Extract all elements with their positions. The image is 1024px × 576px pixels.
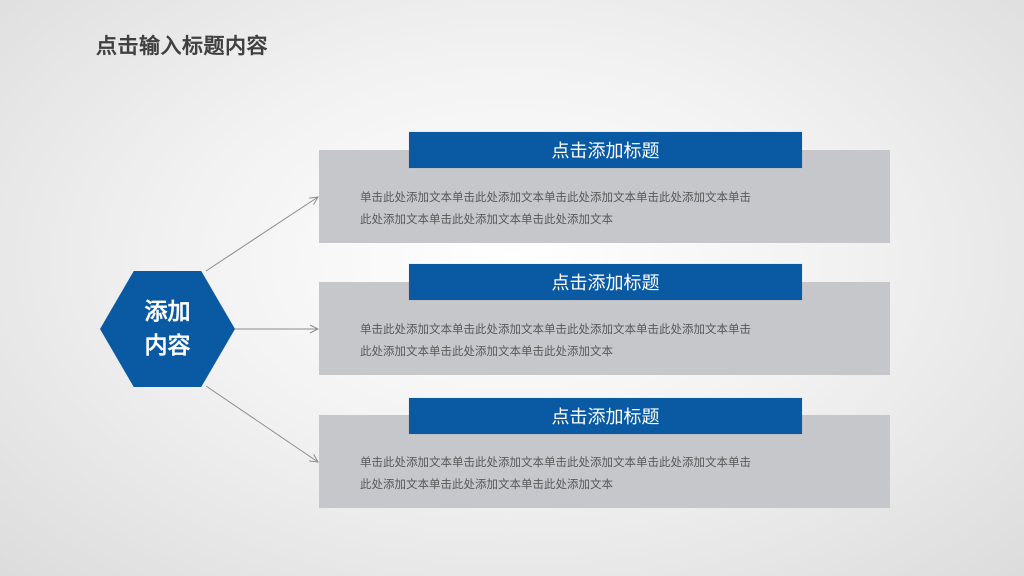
card-body-text[interactable]: 单击此处添加文本单击此处添加文本单击此处添加文本单击此处添加文本单击 此处添加文…: [360, 318, 860, 362]
page-title[interactable]: 点击输入标题内容: [96, 34, 268, 58]
card-body-text[interactable]: 单击此处添加文本单击此处添加文本单击此处添加文本单击此处添加文本单击 此处添加文…: [360, 451, 860, 495]
card-text-line: 单击此处添加文本单击此处添加文本单击此处添加文本单击此处添加文本单击: [360, 190, 751, 204]
arrow-to-card-3: [205, 385, 318, 462]
arrow-to-card-1: [205, 197, 318, 272]
center-label-line1: 添加: [144, 299, 191, 325]
card-text-line: 此处添加文本单击此处添加文本单击此处添加文本: [360, 344, 613, 358]
card-body-text[interactable]: 单击此处添加文本单击此处添加文本单击此处添加文本单击此处添加文本单击 此处添加文…: [360, 186, 860, 230]
card-text-line: 单击此处添加文本单击此处添加文本单击此处添加文本单击此处添加文本单击: [360, 455, 751, 469]
card-title-1[interactable]: 点击添加标题: [409, 132, 802, 168]
card-text-line: 单击此处添加文本单击此处添加文本单击此处添加文本单击此处添加文本单击: [360, 322, 751, 336]
center-label-line2: 内容: [144, 333, 191, 359]
card-title-2[interactable]: 点击添加标题: [409, 264, 802, 300]
card-text-line: 此处添加文本单击此处添加文本单击此处添加文本: [360, 477, 613, 491]
center-hexagon[interactable]: 添加 内容: [100, 271, 235, 387]
card-text-line: 此处添加文本单击此处添加文本单击此处添加文本: [360, 212, 613, 226]
card-title-3[interactable]: 点击添加标题: [409, 398, 802, 434]
